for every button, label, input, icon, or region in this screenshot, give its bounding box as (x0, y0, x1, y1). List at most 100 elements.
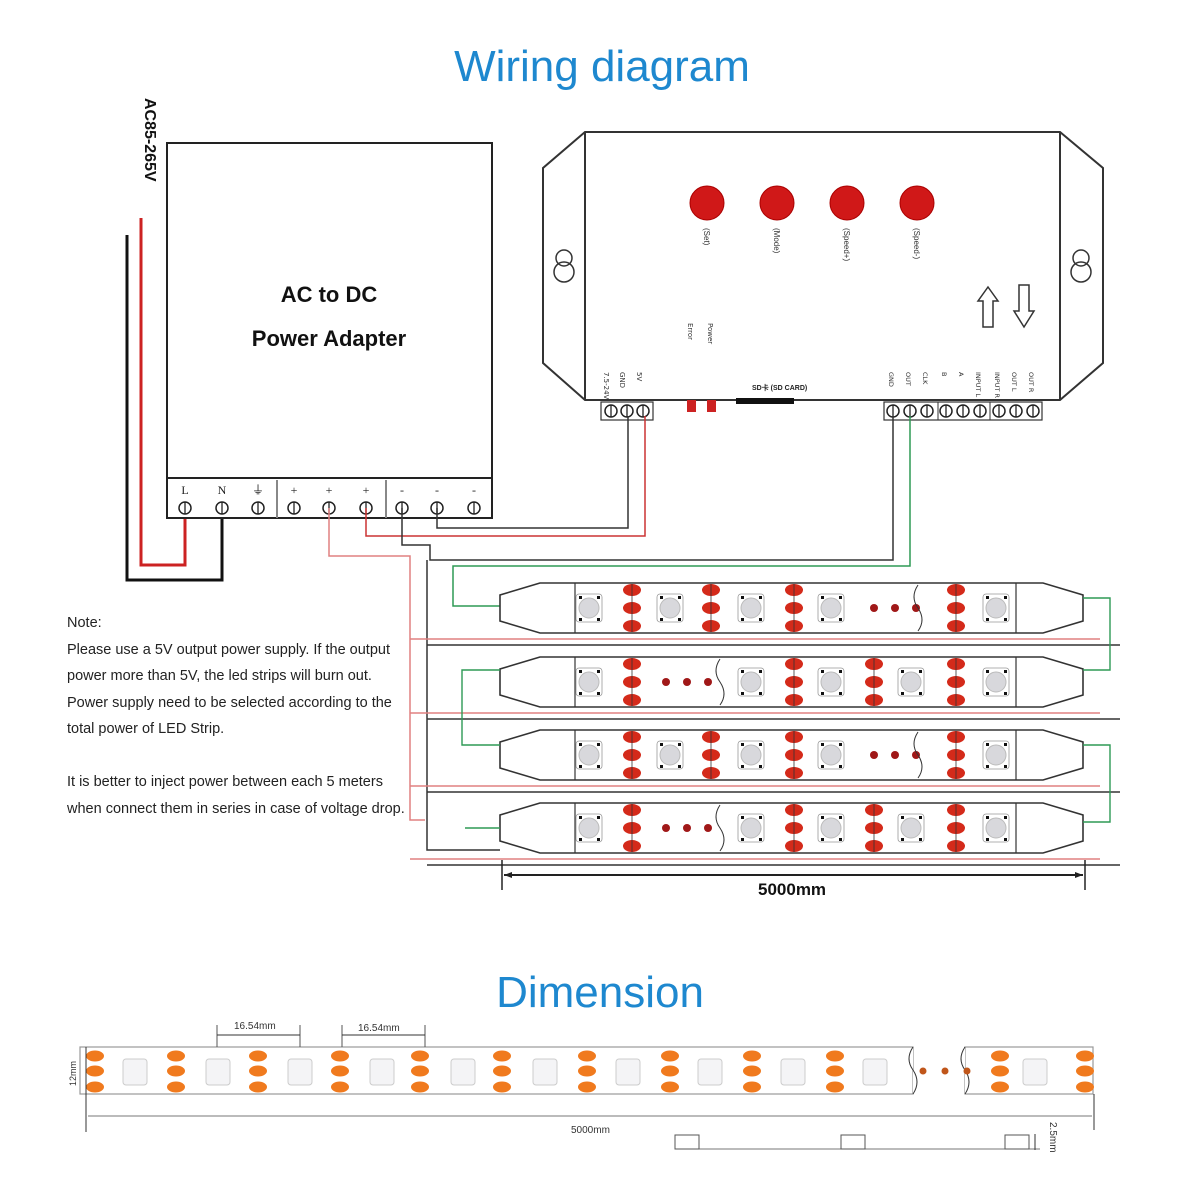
controller-button-mode[interactable]: (Mode) (759, 185, 795, 254)
controller-button-label: (Set) (702, 228, 711, 246)
dimension-strip (79, 1025, 1095, 1150)
led-indicator-label: Power (706, 323, 714, 344)
continuation-dot-icon (870, 751, 878, 759)
terminal-screw-icon (620, 404, 634, 418)
solder-pad-group (785, 731, 803, 779)
psu-terminal-label: + (326, 483, 333, 497)
solder-pad-group (623, 584, 641, 632)
width-label: 12mm (68, 1060, 78, 1086)
output-terminal-label: GND (887, 372, 895, 387)
led-indicator-label: Error (686, 323, 694, 340)
continuation-dot-icon (662, 678, 670, 686)
solder-pad-group (947, 584, 965, 632)
led-chip-icon (575, 740, 603, 770)
output-terminal-label: CLK (921, 372, 929, 385)
dimension-length-label: 5000mm (571, 1125, 610, 1136)
solder-pad-group (826, 1050, 844, 1093)
psu-terminal-label: - (400, 483, 404, 497)
led-chip-icon (369, 1058, 395, 1086)
controller-button-label: (Speed+) (842, 228, 851, 261)
psu-terminal-screw-icon (287, 501, 301, 515)
output-terminal-label: OUT (904, 372, 912, 386)
led-chip-icon (737, 667, 765, 697)
terminal-screw-icon (636, 404, 650, 418)
led-chip-icon (1022, 1058, 1048, 1086)
power-led-indicator (707, 400, 716, 412)
led-chip-icon (817, 593, 845, 623)
output-terminal-label: OUT L (1010, 372, 1018, 392)
led-strip-row (410, 582, 1120, 646)
continuation-dot-icon (704, 678, 712, 686)
solder-pad-group (578, 1050, 596, 1093)
led-chip-icon (656, 593, 684, 623)
controller-button-label: (Speed-) (912, 228, 921, 259)
continuation-dot-icon (963, 1067, 971, 1075)
note-block: Note: Please use a 5V output power suppl… (67, 610, 407, 822)
solder-pad-group (86, 1050, 104, 1093)
continuation-dot-icon (919, 1067, 927, 1075)
strip-length-dimension (501, 860, 1086, 890)
solder-pad-group (167, 1050, 185, 1093)
continuation-dot-icon (912, 751, 920, 759)
wiring-diagram-title: Wiring diagram (454, 42, 750, 91)
cut-line (908, 1046, 918, 1095)
controller-button-speed[interactable]: (Speed+) (829, 185, 865, 261)
sd-card-label: SD卡 (SD CARD) (752, 383, 807, 392)
led-chip-icon (532, 1058, 558, 1086)
continuation-dot-icon (662, 824, 670, 832)
power-supply-label-line1: AC to DC (280, 282, 378, 307)
mount-hole-icon-left (553, 249, 575, 283)
supply-wires (328, 416, 911, 851)
cut-line (715, 804, 725, 852)
led-chip-icon (575, 667, 603, 697)
output-terminal-label: A (957, 372, 965, 377)
terminal-screw-icon (956, 404, 970, 418)
led-strip-rows (410, 582, 1120, 866)
solder-pad-group (947, 731, 965, 779)
solder-pad-group (785, 584, 803, 632)
continuation-dot-icon (912, 604, 920, 612)
terminal-screw-icon (604, 404, 618, 418)
solder-pad-group (331, 1050, 349, 1093)
solder-pad-group (743, 1050, 761, 1093)
thickness-profile (674, 1134, 1040, 1150)
continuation-dot-icon (683, 678, 691, 686)
led-chip-icon (982, 813, 1010, 843)
led-chip-icon (205, 1058, 231, 1086)
led-chip-icon (575, 813, 603, 843)
output-terminal-label: OUT R (1027, 372, 1035, 393)
solder-pad-group (785, 658, 803, 706)
solder-pad-group (249, 1050, 267, 1093)
output-terminal-label: B (940, 372, 948, 376)
sd-card-slot (736, 398, 794, 404)
solder-pad-group (785, 804, 803, 852)
led-strip-row (410, 729, 1120, 793)
ac-input-wires (125, 218, 224, 582)
psu-terminal-label: L (181, 483, 188, 497)
pitch-label-1: 16.54mm (234, 1021, 276, 1032)
psu-terminal-screw-icon (178, 501, 192, 515)
led-strip-row (410, 802, 1120, 866)
power-terminal-label: GND (618, 372, 626, 388)
solder-pad-group (865, 804, 883, 852)
power-terminal-label: 5V (635, 372, 643, 381)
error-led-indicator (687, 400, 696, 412)
terminal-screw-icon (973, 404, 987, 418)
solder-pad-group (947, 658, 965, 706)
controller-button-speed[interactable]: (Speed-) (899, 185, 935, 259)
data-wire-links (461, 597, 1111, 829)
ac-input-voltage-label: AC85-265V (141, 98, 158, 182)
controller-button-set[interactable]: (Set) (689, 185, 725, 246)
continuation-dot-icon (683, 824, 691, 832)
led-chip-icon (737, 740, 765, 770)
solder-pad-group (623, 804, 641, 852)
power-terminal-label: 7.5-24V (602, 372, 610, 400)
led-chip-icon (697, 1058, 723, 1086)
solder-pad-group (623, 658, 641, 706)
cut-line (913, 731, 923, 779)
led-chip-icon (287, 1058, 313, 1086)
led-strip-row (410, 656, 1120, 720)
cut-line (913, 584, 923, 632)
solder-pad-group (661, 1050, 679, 1093)
